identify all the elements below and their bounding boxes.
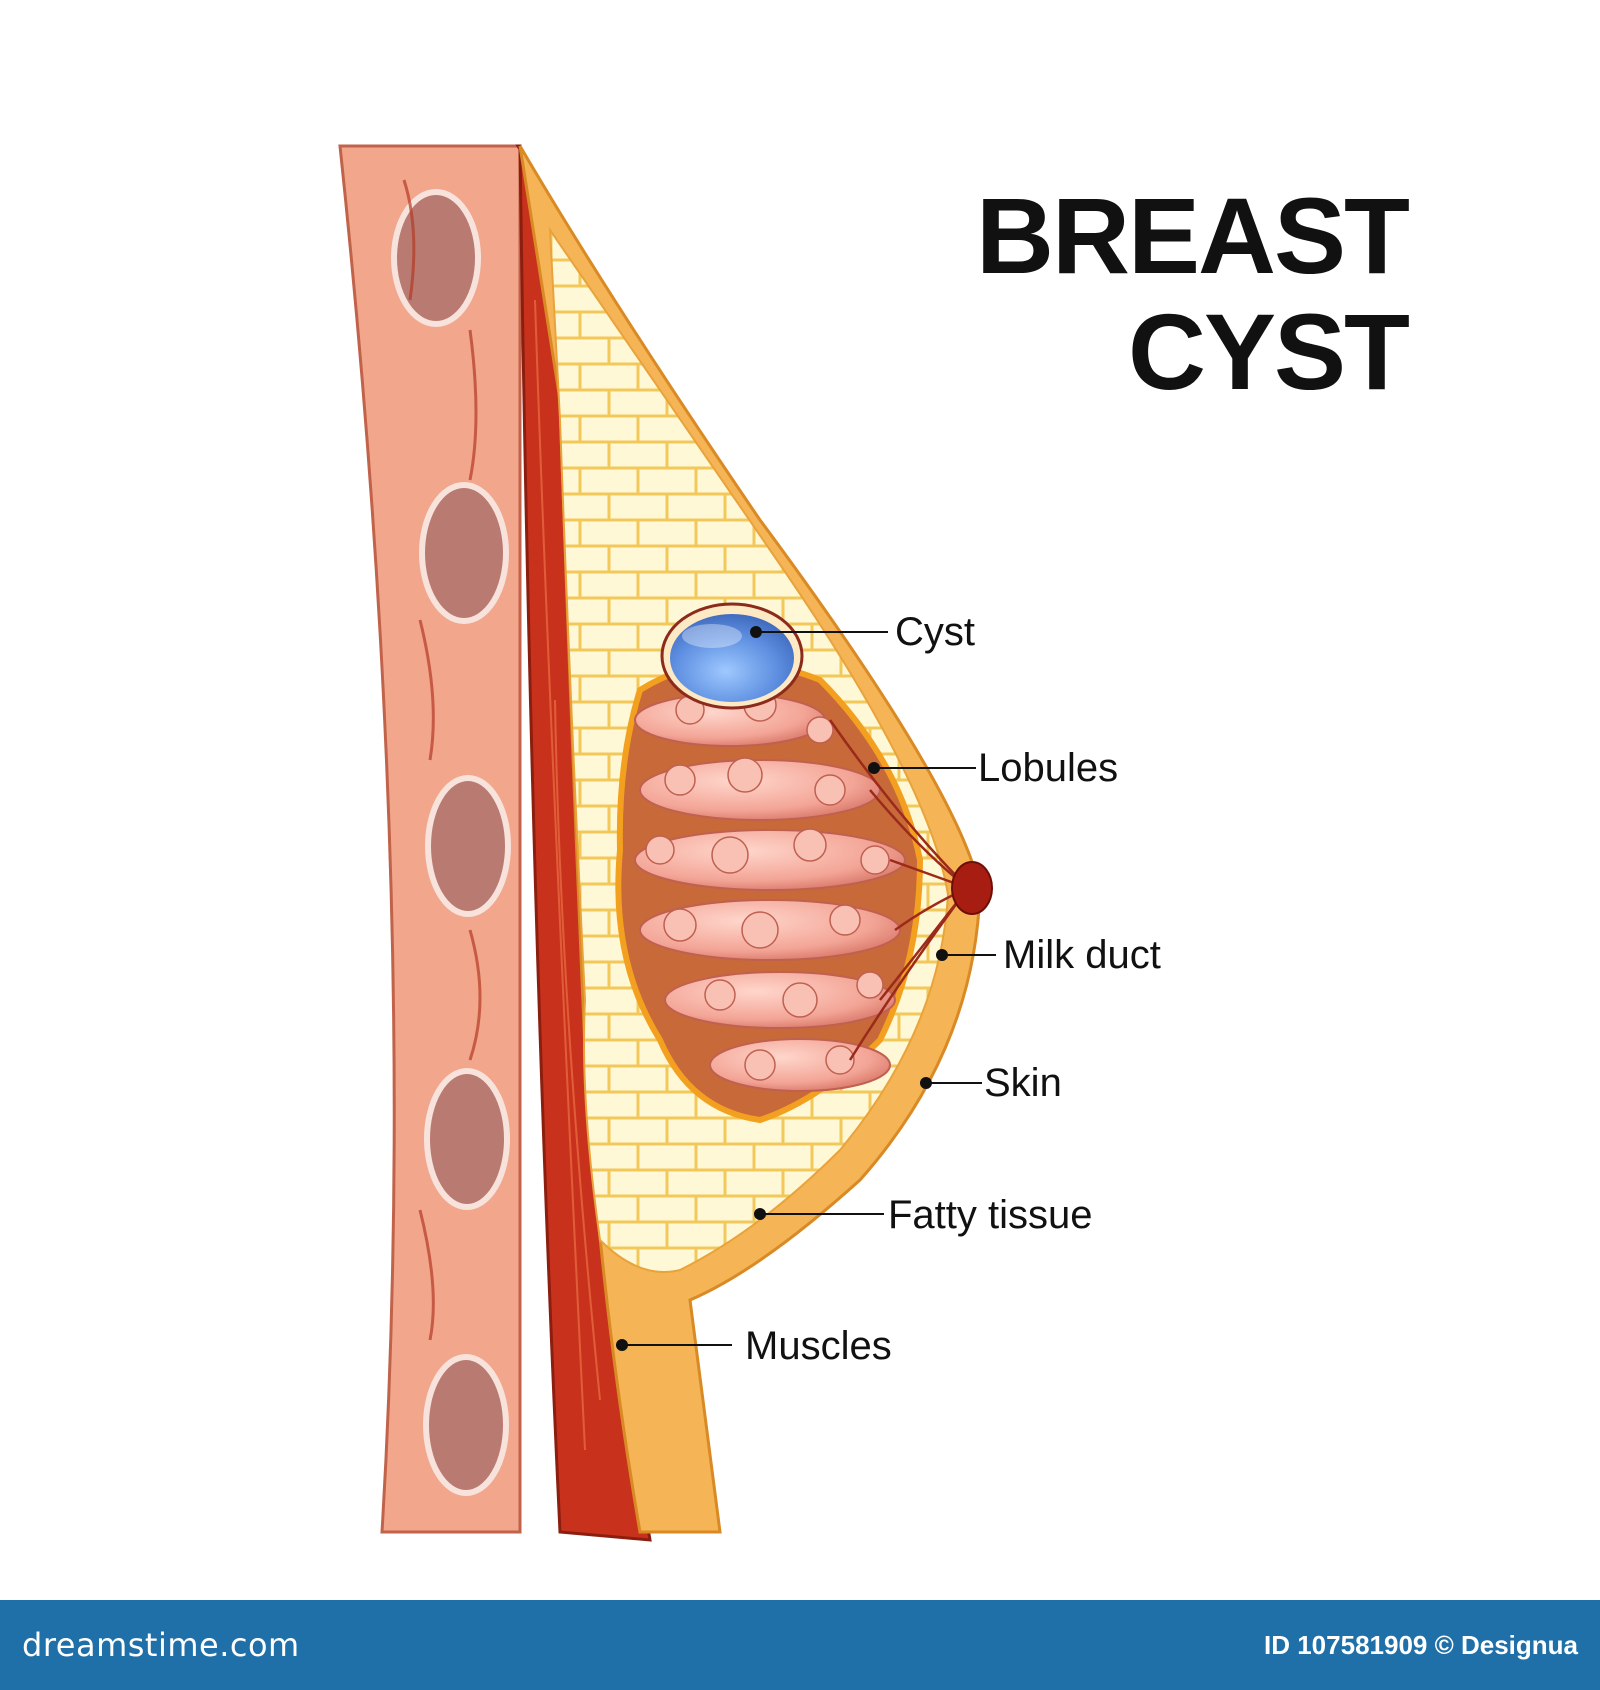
label-lobules: Lobules [978, 748, 1118, 788]
rib-5 [426, 1357, 506, 1493]
rib-3 [428, 778, 508, 914]
nipple [952, 862, 992, 914]
label-skin: Skin [984, 1063, 1062, 1103]
footer-bar: dreamstime.com ID 107581909 © Designua [0, 1600, 1600, 1690]
rib-4 [427, 1071, 507, 1207]
label-fatty-tissue: Fatty tissue [888, 1195, 1093, 1235]
diagram-title-line-1: BREAST [976, 182, 1408, 290]
footer-image-id: ID 107581909 © Designua [1264, 1630, 1578, 1661]
label-muscles: Muscles [745, 1326, 892, 1366]
footer-site-name: dreamstime.com [22, 1626, 300, 1664]
rib-1 [394, 192, 478, 324]
diagram-title-line-2: CYST [1128, 298, 1408, 406]
rib-2 [422, 485, 506, 621]
label-milk-duct: Milk duct [1003, 935, 1161, 975]
label-cyst: Cyst [895, 612, 975, 652]
